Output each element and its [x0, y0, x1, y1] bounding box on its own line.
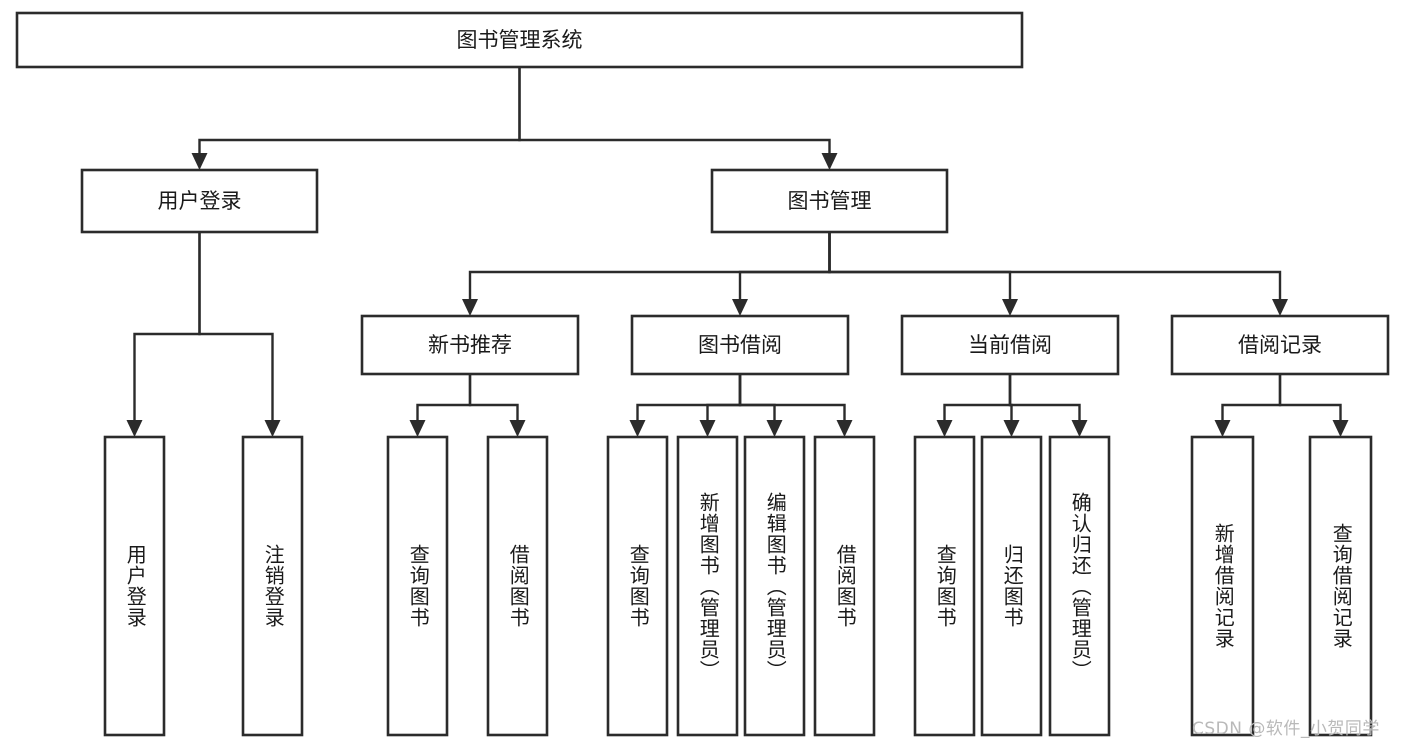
node-label-l2_1: 图书管理	[788, 189, 872, 213]
connector-l3_3-to-leaf_11	[1221, 372, 1282, 424]
connector-l3_2-to-leaf_8	[943, 372, 1012, 424]
node-box-leaf_12[interactable]	[1308, 435, 1373, 737]
node-box-leaf_10[interactable]	[1048, 435, 1111, 737]
edge-layer	[126, 65, 1349, 437]
node-label-root: 图书管理系统	[457, 28, 583, 52]
connector-l3_1-to-leaf_7	[738, 372, 846, 424]
node-box-l3_1[interactable]	[630, 314, 850, 376]
arrowhead-leaf_7	[836, 420, 853, 437]
connector-root-to-l2_0	[198, 65, 521, 157]
arrowhead-l3_0	[462, 299, 478, 316]
connector-l3_1-to-leaf_5	[706, 372, 742, 424]
csdn-watermark: CSDN @软件_小贺同学	[1192, 719, 1380, 739]
connector-l2_1-to-l3_1	[738, 230, 831, 303]
node-box-leaf_11[interactable]	[1190, 435, 1255, 737]
connector-l3_2-to-leaf_10	[1008, 372, 1081, 424]
arrowhead-l2_1	[821, 153, 838, 170]
arrowhead-l3_2	[1002, 299, 1018, 316]
connector-l2_1-to-l3_2	[828, 230, 1012, 303]
arrowhead-l2_0	[191, 153, 208, 170]
node-box-leaf_2[interactable]	[386, 435, 449, 737]
arrowhead-leaf_1	[264, 420, 281, 437]
node-box-leaf_0[interactable]	[103, 435, 166, 737]
node-label-l2_0: 用户登录	[158, 189, 242, 213]
node-box-l3_2[interactable]	[900, 314, 1120, 376]
node-box-leaf_4[interactable]	[606, 435, 669, 737]
node-box-l3_0[interactable]	[360, 314, 580, 376]
arrowhead-leaf_12	[1332, 420, 1349, 437]
arrowhead-l3_1	[732, 299, 748, 316]
node-label-l3_2: 当前借阅	[968, 333, 1052, 357]
connector-l3_3-to-leaf_12	[1278, 372, 1342, 424]
connector-root-to-l2_1	[518, 65, 831, 157]
node-box-leaf_1[interactable]	[241, 435, 304, 737]
node-label-l3_1: 图书借阅	[698, 333, 782, 357]
arrowhead-leaf_11	[1214, 420, 1231, 437]
node-box-root[interactable]	[15, 11, 1024, 69]
arrowhead-leaf_6	[766, 420, 783, 437]
node-box-leaf_9[interactable]	[980, 435, 1043, 737]
arrowhead-leaf_0	[126, 420, 143, 437]
node-box-l3_3[interactable]	[1170, 314, 1390, 376]
connector-l2_1-to-l3_0	[468, 230, 831, 303]
node-label-l3_0: 新书推荐	[428, 333, 512, 357]
arrowhead-leaf_2	[409, 420, 426, 437]
connector-l2_0-to-leaf_1	[198, 230, 274, 424]
connector-l3_1-to-leaf_6	[738, 372, 776, 424]
arrowhead-leaf_5	[699, 420, 716, 437]
connector-l2_1-to-l3_3	[828, 230, 1282, 303]
node-box-leaf_7[interactable]	[813, 435, 876, 737]
connector-l3_1-to-leaf_4	[636, 372, 742, 424]
arrowhead-leaf_10	[1071, 420, 1088, 437]
arrowhead-leaf_3	[509, 420, 526, 437]
box-layer	[15, 11, 1390, 737]
node-box-leaf_6[interactable]	[743, 435, 806, 737]
node-box-leaf_8[interactable]	[913, 435, 976, 737]
connector-l3_0-to-leaf_2	[416, 372, 472, 424]
node-label-l3_3: 借阅记录	[1238, 333, 1322, 357]
node-box-leaf_3[interactable]	[486, 435, 549, 737]
node-box-l2_0[interactable]	[80, 168, 319, 234]
connector-l3_0-to-leaf_3	[468, 372, 519, 424]
node-box-leaf_5[interactable]	[676, 435, 739, 737]
arrowhead-leaf_9	[1003, 420, 1020, 437]
arrowhead-leaf_8	[936, 420, 953, 437]
arrowhead-l3_3	[1272, 299, 1288, 316]
arrowhead-leaf_4	[629, 420, 646, 437]
node-box-l2_1[interactable]	[710, 168, 949, 234]
connector-l2_0-to-leaf_0	[133, 230, 201, 424]
